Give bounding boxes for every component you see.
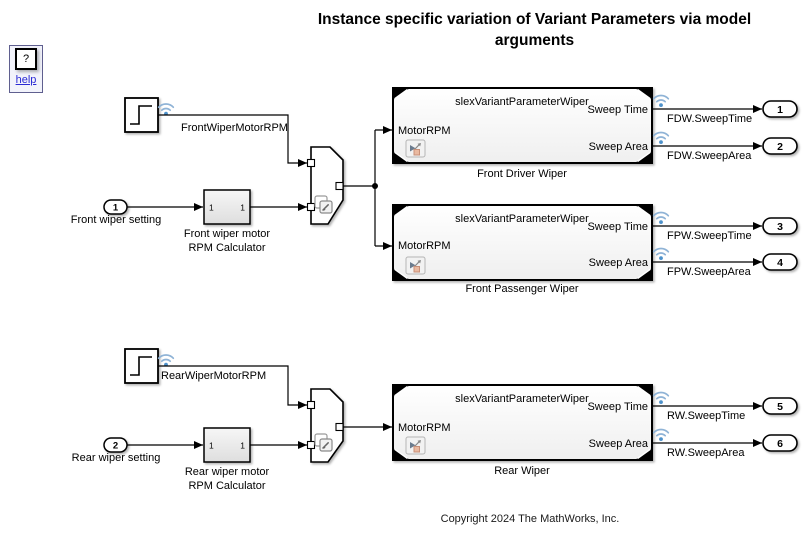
- diagram-title: Instance specific variation of Variant P…: [317, 11, 752, 49]
- wireless-logging-icon[interactable]: [157, 354, 175, 368]
- model-block-caption: Front Driver Wiper: [477, 168, 567, 180]
- model-name-label: slexVariantParameterWiper: [455, 393, 589, 405]
- model-name-label: slexVariantParameterWiper: [455, 96, 589, 108]
- wireless-logging-icon[interactable]: [652, 211, 670, 225]
- outport-block-5[interactable]: [762, 397, 798, 415]
- variant-source-inport-1[interactable]: [306, 400, 316, 410]
- sweep-area-port-label: Sweep Area: [589, 141, 649, 153]
- outport-number: 6: [777, 438, 783, 450]
- outport-block-3[interactable]: [762, 217, 798, 235]
- wireless-logging-icon[interactable]: [652, 94, 670, 108]
- motorrpm-port-label: MotorRPM: [398, 422, 451, 434]
- model-block-caption: Rear Wiper: [494, 465, 550, 477]
- subsystem-caption-line1: Rear wiper motor: [185, 466, 270, 478]
- signal-wire-front-step[interactable]: [158, 114, 307, 167]
- subsystem-caption-line2: RPM Calculator: [188, 480, 265, 492]
- wireless-logging-icon[interactable]: [652, 247, 670, 261]
- sweep-area-port-label: Sweep Area: [589, 438, 649, 450]
- subsystem-caption-line1: Front wiper motor: [184, 228, 271, 240]
- variant-source-inport-1[interactable]: [306, 158, 316, 168]
- variant-source-outport[interactable]: [335, 422, 344, 432]
- model-block-front-driver[interactable]: [392, 87, 653, 164]
- step-signal-icon: [130, 356, 152, 376]
- inport-caption: Front wiper setting: [71, 214, 161, 226]
- subsystem-block-front-calculator[interactable]: [203, 189, 251, 225]
- wireless-logging-icon[interactable]: [652, 391, 670, 405]
- sweep-time-port-label: Sweep Time: [587, 401, 648, 413]
- sweep-time-port-label: Sweep Time: [587, 104, 648, 116]
- model-arguments-badge-icon[interactable]: [405, 139, 426, 158]
- model-block-front-passenger[interactable]: [392, 204, 653, 281]
- help-link[interactable]: help: [15, 74, 37, 86]
- copyright-note: Copyright 2024 The MathWorks, Inc.: [440, 513, 620, 525]
- sweep-area-port-label: Sweep Area: [589, 257, 649, 269]
- outport-number: 1: [777, 104, 783, 116]
- outport-block-2[interactable]: [762, 137, 798, 155]
- subsystem-outport-label: 1: [240, 441, 245, 451]
- inport-number: 1: [113, 203, 119, 214]
- outport-signal-label: FPW.SweepArea: [667, 266, 752, 278]
- step-block-rear[interactable]: [124, 348, 159, 384]
- subsystem-inport-label: 1: [209, 203, 214, 213]
- model-block-rear-wiper[interactable]: [392, 384, 653, 461]
- inport-caption: Rear wiper setting: [72, 452, 161, 464]
- signal-wire-rear-step[interactable]: [158, 365, 307, 409]
- sweep-time-port-label: Sweep Time: [587, 221, 648, 233]
- help-panel: ? help: [9, 45, 43, 93]
- step-block-front[interactable]: [124, 97, 159, 133]
- outport-number: 3: [777, 221, 783, 233]
- variant-source-inport-2[interactable]: [306, 440, 316, 450]
- outport-signal-label: RW.SweepTime: [667, 410, 745, 422]
- outport-number: 4: [777, 257, 783, 269]
- outport-block-4[interactable]: [762, 253, 798, 271]
- motorrpm-port-label: MotorRPM: [398, 125, 451, 137]
- model-block-caption: Front Passenger Wiper: [465, 283, 578, 295]
- subsystem-inport-label: 1: [209, 441, 214, 451]
- model-name-label: slexVariantParameterWiper: [455, 213, 589, 225]
- wireless-logging-icon[interactable]: [157, 103, 175, 117]
- help-question-button[interactable]: ?: [15, 48, 37, 70]
- outport-signal-label: FPW.SweepTime: [667, 230, 752, 242]
- inport-number: 2: [113, 441, 118, 452]
- outport-signal-label: RW.SweepArea: [667, 447, 745, 459]
- step-signal-icon: [130, 105, 152, 125]
- outport-signal-label: FDW.SweepArea: [667, 150, 752, 162]
- outport-number: 5: [777, 401, 783, 413]
- subsystem-caption-line2: RPM Calculator: [188, 242, 265, 254]
- subsystem-outport-label: 1: [240, 203, 245, 213]
- outport-signal-label: FDW.SweepTime: [667, 113, 752, 125]
- model-arguments-badge-icon[interactable]: [405, 256, 426, 275]
- wireless-logging-icon[interactable]: [652, 131, 670, 145]
- motorrpm-port-label: MotorRPM: [398, 240, 451, 252]
- outport-block-1[interactable]: [762, 100, 798, 118]
- variant-source-outport[interactable]: [335, 181, 344, 191]
- wireless-logging-icon[interactable]: [652, 428, 670, 442]
- signal-name-label: RearWiperMotorRPM: [161, 370, 266, 382]
- outport-number: 2: [777, 141, 783, 153]
- outport-block-6[interactable]: [762, 434, 798, 452]
- signal-name-label: FrontWiperMotorRPM: [181, 122, 288, 134]
- model-arguments-badge-icon[interactable]: [405, 436, 426, 455]
- variant-source-inport-2[interactable]: [306, 202, 316, 212]
